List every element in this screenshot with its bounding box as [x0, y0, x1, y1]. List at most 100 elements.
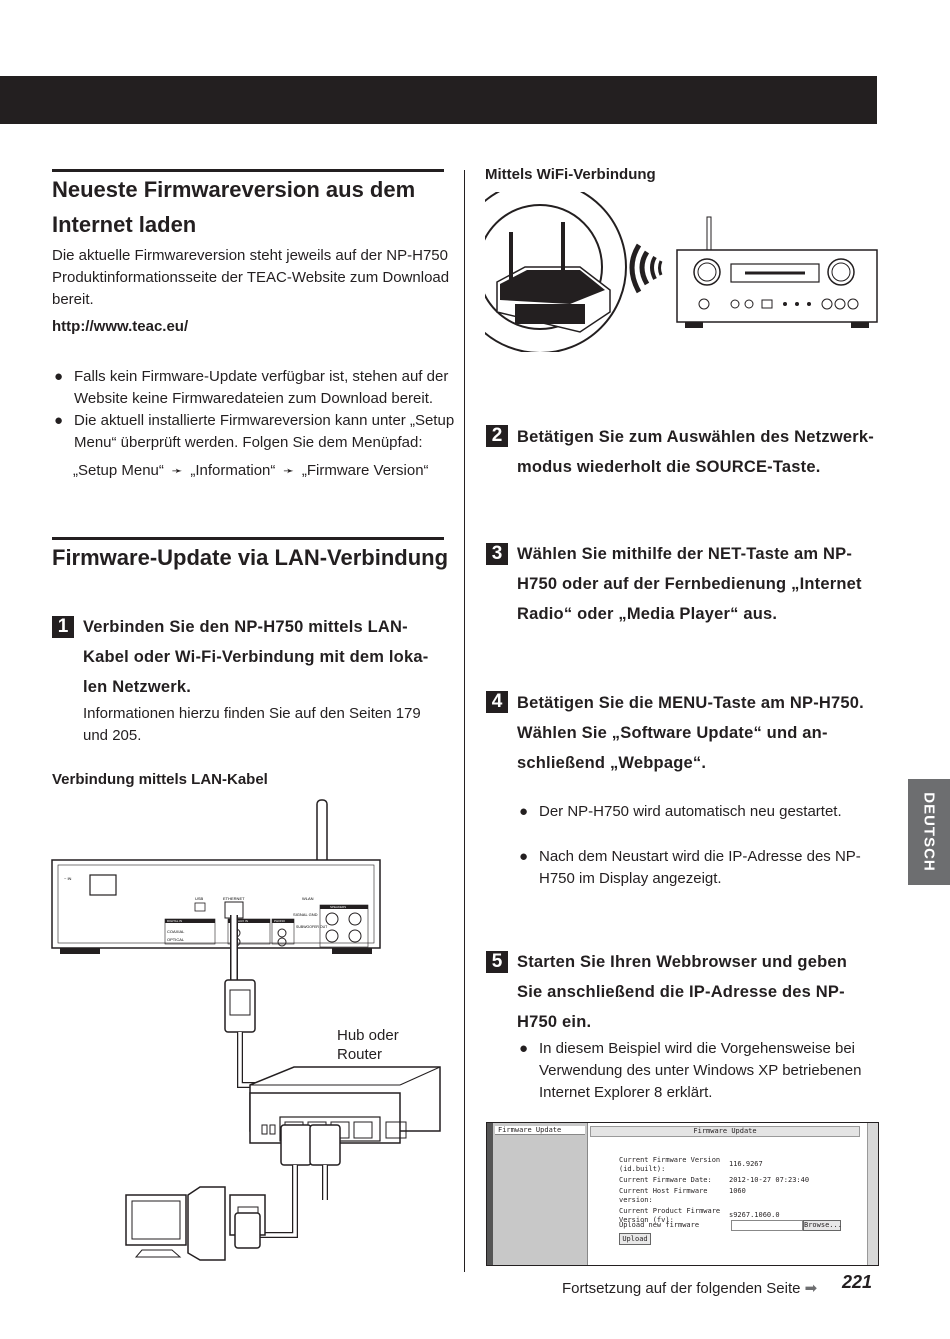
paragraph-line: Produktinformationsseite der TEAC-Websit… [52, 269, 450, 286]
bullet-installed-version: ● Die aktuell installierte Firmwareversi… [54, 410, 474, 454]
power-socket-icon [89, 874, 117, 896]
step-title-line: Betätigen Sie zum Auswählen des Netzwerk… [517, 428, 874, 446]
upload-label: Upload new firmware [619, 1221, 700, 1229]
rear-panel [51, 859, 381, 949]
step-title-line: Verbinden Sie den NP-H750 mittels LAN- [83, 618, 408, 636]
hub-label-line1: Hub oder [337, 1027, 399, 1044]
rear-label: DIGITAL IN [167, 919, 182, 923]
screenshot-sidebar-title: Firmware Update [495, 1126, 585, 1135]
language-tab-label: DEUTSCH [920, 792, 938, 872]
firmware-webpage-screenshot: Firmware Update Firmware Update Current … [486, 1122, 879, 1266]
info-label: Current Firmware Version (id.built): [619, 1156, 721, 1173]
lan-connection-diagram: ~ IN USB ETHERNET WLAN DIGITAL IN COAXIA… [51, 799, 441, 1261]
step-title-line: Wählen Sie mithilfe der NET-Taste am NP- [517, 545, 853, 563]
rear-label: ETHERNET [223, 896, 245, 901]
info-label: Current Firmware Date: [619, 1176, 712, 1184]
hub-label-line2: Router [337, 1046, 382, 1063]
bullet-line: Verwendung des unter Windows XP betriebe… [539, 1062, 862, 1079]
router-antenna-icon [509, 232, 513, 284]
step-title-line: H750 oder auf der Fernbedienung „Interne… [517, 575, 862, 593]
rear-label: WLAN [302, 896, 314, 901]
step-title-line: len Netzwerk. [83, 678, 192, 696]
wifi-signal-icon [639, 250, 650, 286]
info-value: s9267.1060.0 [729, 1211, 780, 1219]
bullet-restart: ● Der NP-H750 wird automatisch neu gesta… [519, 801, 899, 823]
lan-caption: Verbindung mittels LAN-Kabel [52, 771, 268, 788]
step-title-line: Sie anschließend die IP-Adresse des NP- [517, 983, 845, 1001]
section-rule [52, 169, 444, 172]
menu-path-item: „Setup Menu“ [73, 462, 164, 479]
bullet-no-update: ● Falls kein Firmware-Update verfügbar i… [54, 366, 474, 410]
column-divider [464, 170, 465, 1272]
step4-title: Betätigen Sie die MENU-Taste am NP-H750.… [517, 688, 882, 778]
step-title-line: schließend „Webpage“. [517, 754, 707, 772]
bullet-line: In diesem Beispiel wird die Vorgehenswei… [539, 1040, 856, 1057]
continue-text: Fortsetzung auf der folgenden Seite [562, 1280, 801, 1297]
bullet-dot-icon: ● [519, 803, 529, 820]
info-value: 1060 [729, 1187, 746, 1195]
step-title-line: H750 ein. [517, 1013, 592, 1031]
section1-heading-line2: Internet laden [52, 212, 197, 237]
screenshot-frame-edge [487, 1123, 493, 1265]
step-number-badge: 1 [52, 616, 74, 638]
step-title-line: modus wiederholt die SOURCE-Taste. [517, 458, 821, 476]
section-rule [52, 537, 444, 540]
screenshot-scrollbar [867, 1123, 878, 1265]
screenshot-main-title: Firmware Update [590, 1126, 860, 1137]
bullet-line: Nach dem Neustart wird die IP-Adresse de… [539, 848, 861, 865]
teac-url[interactable]: http://www.teac.eu/ [52, 318, 189, 335]
step-number-badge: 2 [486, 425, 508, 447]
bullet-line: Internet Explorer 8 erklärt. [539, 1084, 713, 1101]
upload-button[interactable]: Upload [619, 1233, 651, 1245]
step-title-line: Betätigen Sie die MENU-Taste am NP-H750. [517, 694, 864, 712]
bullet-dot-icon: ● [519, 848, 529, 865]
step-title-line: Wählen Sie „Software Update“ und an- [517, 724, 828, 742]
menu-path-item: „Information“ [190, 462, 276, 479]
bullet-ie8-example: ● In diesem Beispiel wird die Vorgehensw… [519, 1038, 899, 1104]
page-number: 221 [842, 1272, 873, 1292]
wifi-connection-diagram [485, 192, 878, 352]
bullet-line: Die aktuell installierte Firmwareversion… [74, 412, 455, 429]
continue-note: Fortsetzung auf der folgenden Seite ➡ [562, 1278, 817, 1300]
rear-label: SIGNAL GND [293, 912, 318, 917]
rear-label: COAXIAL [167, 929, 185, 934]
firmware-file-input[interactable] [731, 1220, 803, 1231]
section2-heading: Firmware-Update via LAN-Verbindung [52, 545, 449, 570]
screenshot-info-table: Current Firmware Version (id.built):116.… [619, 1156, 829, 1225]
step1-title: Verbinden Sie den NP-H750 mittels LAN- K… [83, 612, 448, 702]
section1-paragraph: Die aktuelle Firmwareversion steht jewei… [52, 245, 452, 311]
bullet-dot-icon: ● [54, 368, 64, 385]
step-title-line: Radio“ oder „Media Player“ aus. [517, 605, 778, 623]
info-label: Current Product Firmware Version (fv): [619, 1207, 721, 1224]
pc-tower-icon [187, 1186, 226, 1261]
step-number-badge: 3 [486, 543, 508, 565]
rear-label: OPTICAL [167, 937, 185, 942]
rear-label: PHONO [274, 919, 286, 923]
step3-title: Wählen Sie mithilfe der NET-Taste am NP-… [517, 539, 882, 629]
wifi-caption: Mittels WiFi-Verbindung [485, 166, 656, 183]
bullet-line: Menu“ überprüft werden. Folgen Sie dem M… [74, 434, 423, 451]
rear-label: SPEAKERS [330, 905, 346, 909]
bullet-line: Website keine Firmwaredateien zum Downlo… [74, 390, 434, 407]
step2-title: Betätigen Sie zum Auswählen des Netzwerk… [517, 422, 882, 482]
bullet-line: Der NP-H750 wird automatisch neu gestart… [539, 803, 842, 820]
header-bar [0, 76, 877, 124]
step-number-badge: 4 [486, 691, 508, 713]
step-title-line: Starten Sie Ihren Webbrowser und geben [517, 953, 848, 971]
bullet-ip-display: ● Nach dem Neustart wird die IP-Adresse … [519, 846, 899, 890]
np-h750-front-icon [676, 249, 878, 323]
menu-path-item: „Firmware Version“ [301, 462, 429, 479]
bullet-dot-icon: ● [54, 412, 64, 429]
svg-text:~ IN: ~ IN [64, 876, 72, 881]
info-label: Current Host Firmware version: [619, 1187, 708, 1204]
rear-label: USB [195, 896, 204, 901]
info-value: 2012-10-27 07:23:40 [729, 1176, 810, 1184]
browse-button[interactable]: Browse... [803, 1220, 842, 1231]
menu-path: „Setup Menu“ ➛ „Information“ ➛ „Firmware… [73, 460, 429, 482]
rear-label: AUX IN [238, 919, 248, 923]
rear-label: SUBWOOFER OUT [296, 925, 328, 929]
monitor-icon [125, 1194, 187, 1246]
arrow-right-icon: ➛ [168, 463, 187, 478]
step-title-line: Kabel oder Wi-Fi-Verbindung mit dem loka… [83, 648, 429, 666]
step1-note: Informationen hierzu finden Sie auf den … [83, 703, 421, 747]
